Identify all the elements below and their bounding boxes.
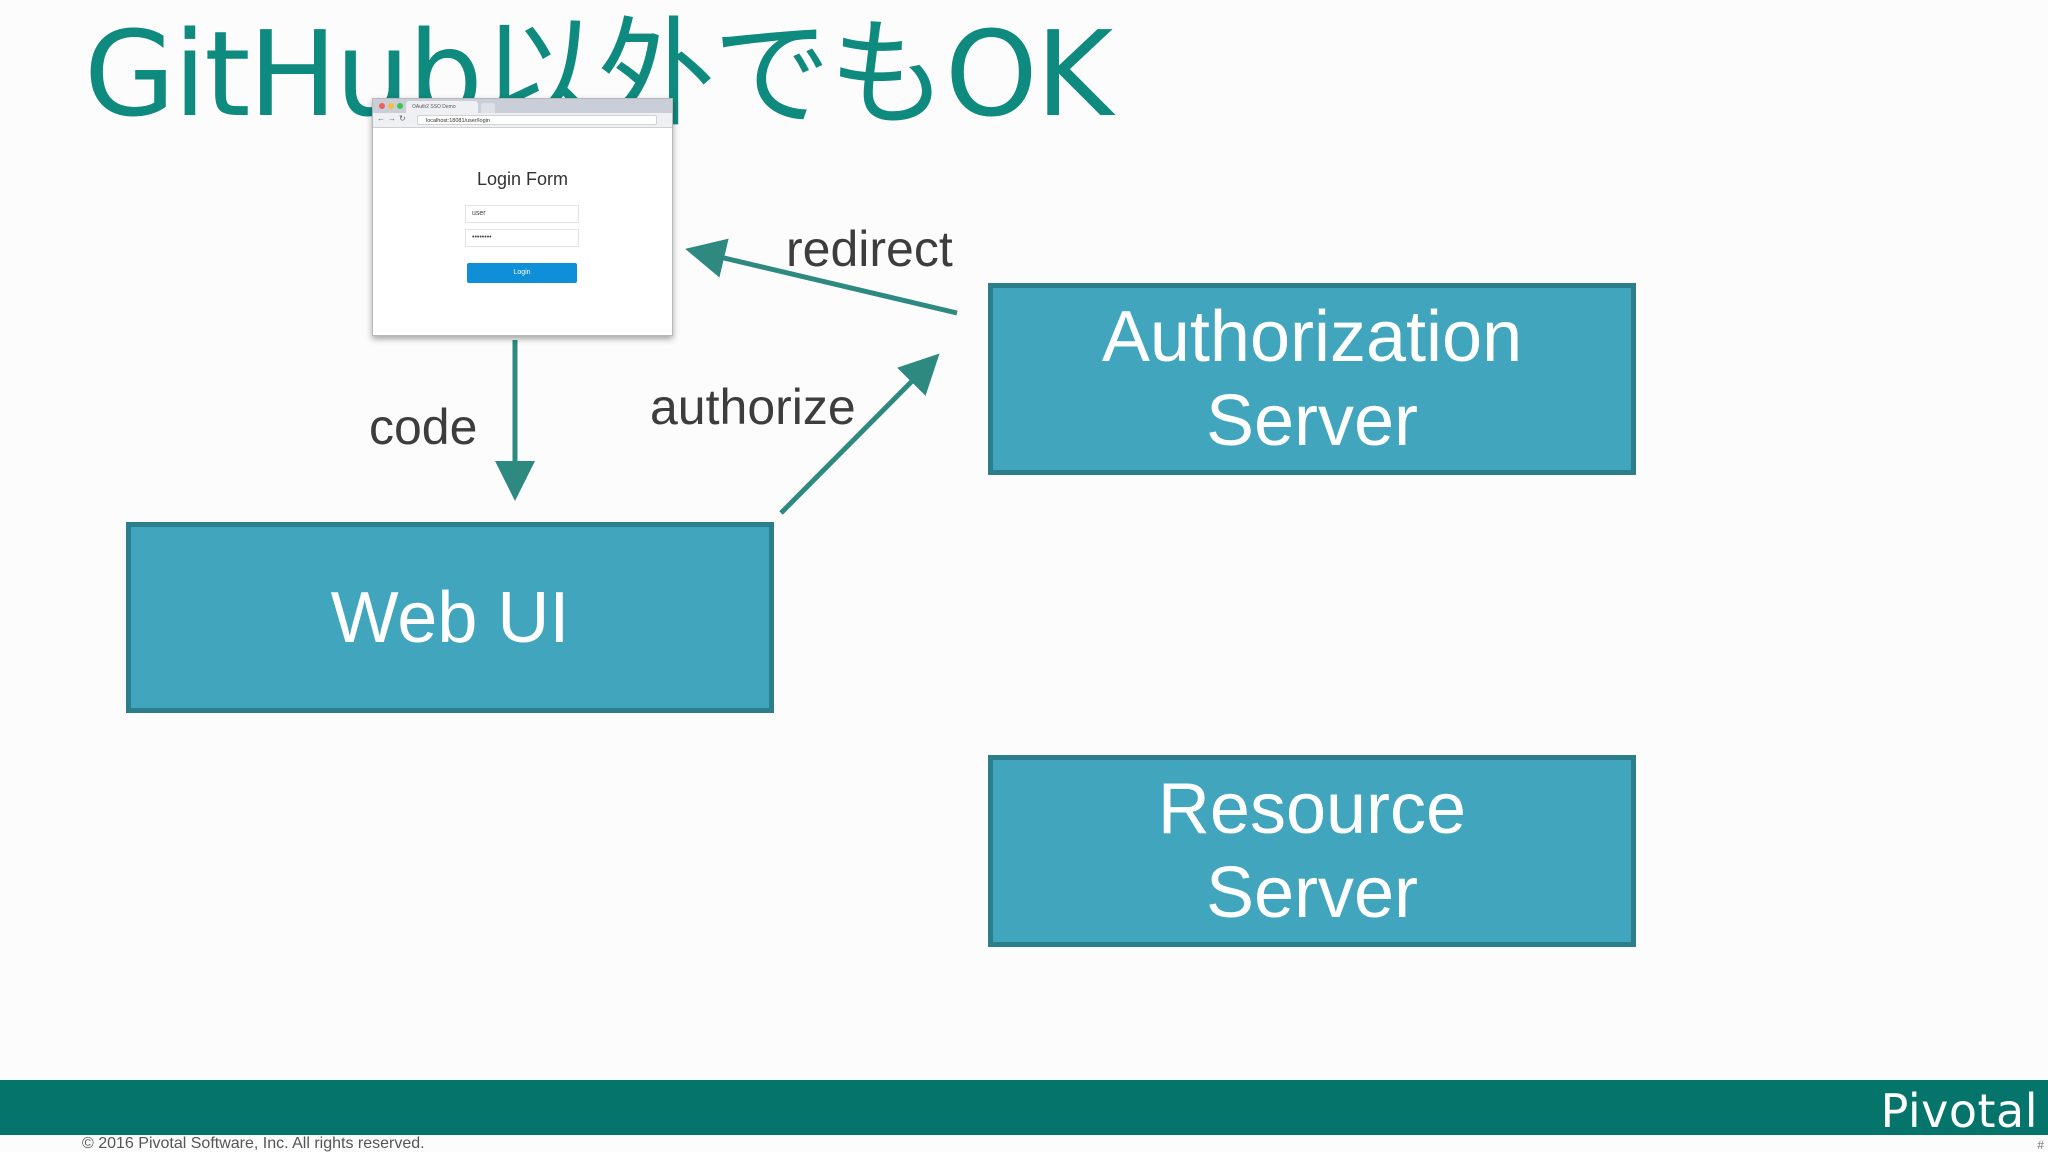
- minimize-dot-icon: [388, 103, 394, 109]
- login-browser-screenshot: OAuth2 SSO Demo ←→↻ localhost:18081/user…: [372, 98, 673, 336]
- browser-tab: OAuth2 SSO Demo: [406, 101, 478, 113]
- web-ui-label: Web UI: [330, 577, 570, 658]
- login-form-title: Login Form: [476, 169, 569, 189]
- web-ui-box: Web UI: [126, 522, 774, 713]
- browser-url-bar: ←→↻ localhost:18081/user/login: [373, 113, 672, 128]
- username-field: user: [465, 205, 579, 223]
- authorization-server-box: Authorization Server: [988, 283, 1636, 475]
- authorize-edge-label: authorize: [650, 379, 856, 435]
- login-button: Login: [467, 263, 577, 283]
- browser-url: localhost:18081/user/login: [417, 115, 657, 125]
- footer-bar: [0, 1080, 2048, 1135]
- close-dot-icon: [379, 103, 385, 109]
- pivotal-logo: Pivotal: [1880, 1084, 2038, 1138]
- browser-nav-icons: ←→↻: [377, 114, 409, 123]
- redirect-edge-label: redirect: [786, 221, 953, 277]
- browser-tab-bar: OAuth2 SSO Demo: [373, 99, 672, 113]
- code-edge-label: code: [369, 399, 478, 455]
- new-tab-icon: [481, 103, 495, 113]
- authorization-server-label-line1: Authorization: [1101, 297, 1523, 377]
- password-field: ••••••••: [465, 229, 579, 247]
- authorization-server-label-line2: Server: [1205, 381, 1419, 461]
- maximize-dot-icon: [397, 103, 403, 109]
- copyright-text: © 2016 Pivotal Software, Inc. All rights…: [82, 1135, 425, 1152]
- resource-server-label-line1: Resource: [1157, 769, 1467, 849]
- resource-server-label-line2: Server: [1205, 853, 1419, 933]
- resource-server-box: Resource Server: [988, 755, 1636, 947]
- corner-mark: #: [2037, 1138, 2044, 1152]
